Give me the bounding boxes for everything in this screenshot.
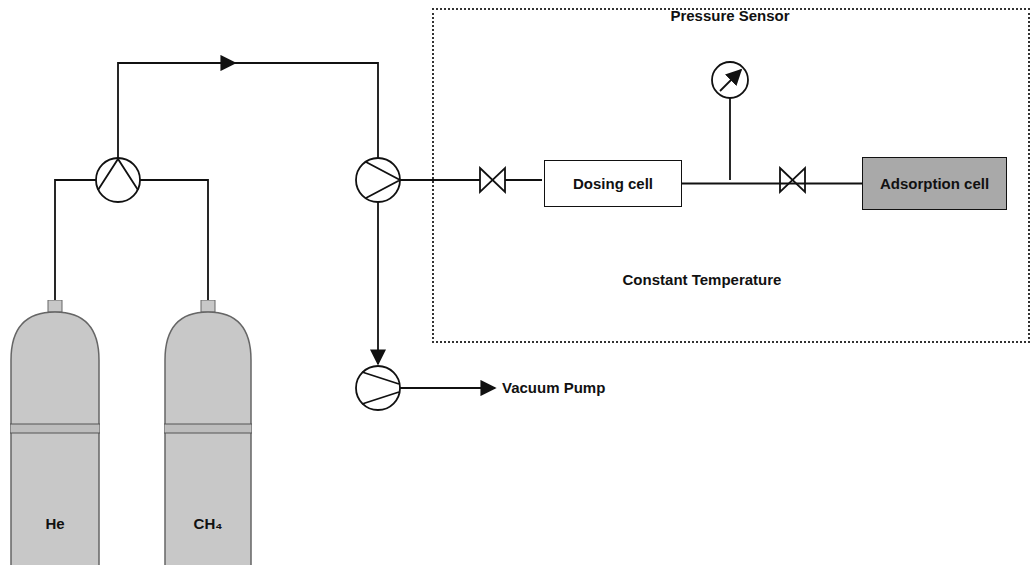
pipe-connector [682,183,862,185]
he-line [55,180,96,300]
gas-cylinder: CH₄ [164,300,252,565]
gas-label: CH₄ [164,515,252,533]
selector-valve [96,158,140,202]
feed-line [505,179,542,181]
valve-symbol [780,168,805,192]
sensor-tap [729,98,731,180]
flow-arrow [200,62,235,64]
valve-symbol [480,168,505,192]
gas-line [118,63,378,158]
feed-line [400,179,480,181]
cell-box: Dosing cell [544,160,682,207]
ch4-line [140,180,208,300]
temperature-region: Constant Temperature Dosing cell Adsorptio… [432,8,1030,343]
cell-label: Dosing cell [573,175,653,193]
pressure-gauge [712,62,748,98]
cell-box: Adsorption cell [862,157,1007,210]
cell-label: Adsorption cell [880,175,989,193]
sensor-label: Pressure Sensor [670,7,789,25]
vacuum-outlet-arrow [400,387,495,389]
vacuum-line [377,202,379,364]
selector-valve [98,159,138,190]
gas-label: He [10,515,100,533]
pump-symbol [356,366,400,410]
three-way-valve [366,162,400,198]
gas-cylinder: He [10,300,100,565]
pump-label: Vacuum Pump [502,379,605,397]
gauge-needle [720,70,741,91]
three-way-valve [356,158,400,202]
pump-symbol [362,372,399,404]
region-label: Constant Temperature [623,271,782,289]
